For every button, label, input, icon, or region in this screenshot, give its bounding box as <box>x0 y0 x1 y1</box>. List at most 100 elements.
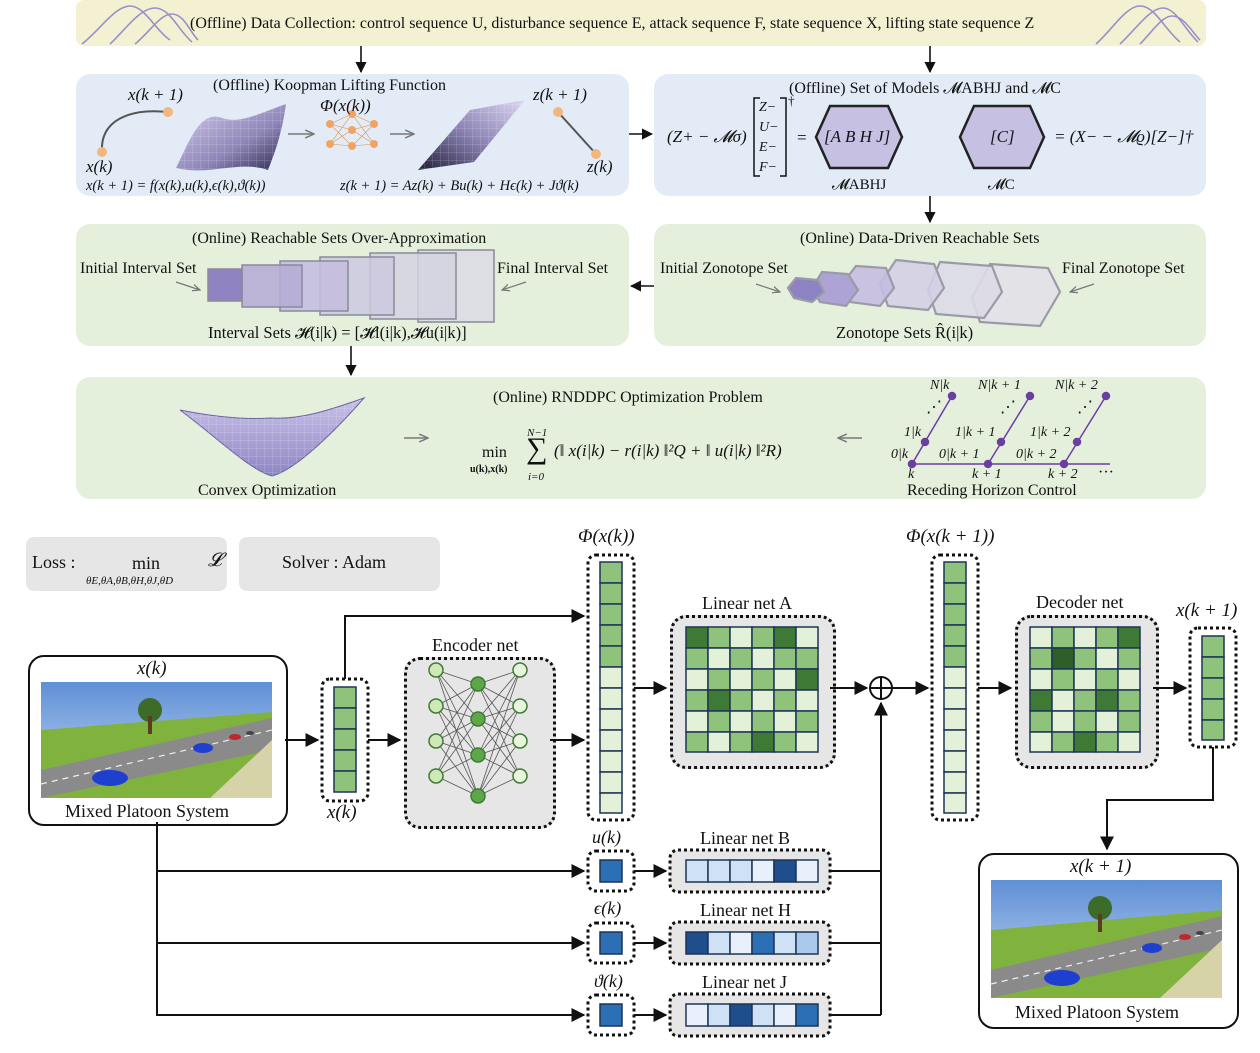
system-xk-label: x(k) <box>137 658 167 679</box>
decoder-box <box>1015 615 1159 769</box>
hexagon-mc <box>958 104 1046 170</box>
interval-sets-graphic <box>207 249 495 323</box>
loss-box <box>26 537 227 591</box>
linear-net-a-label: Linear net A <box>702 593 792 613</box>
loss-symbol: 𝓛 <box>208 550 222 571</box>
koopman-zk-label: z(k) <box>587 157 613 176</box>
rhc-label: Receding Horizon Control <box>907 482 1077 499</box>
interval-title: (Online) Reachable Sets Over-Approximati… <box>192 230 487 247</box>
models-lhs: (Z+ − 𝓜σ) <box>667 127 747 146</box>
koopman-eq-left: x(k + 1) = f(x(k),u(k),ϵ(k),ϑ(k)) <box>86 178 266 194</box>
linear-net-j-label: Linear net J <box>702 972 787 992</box>
koopman-eq-right: z(k + 1) = Az(k) + Bu(k) + Hϵ(k) + Jϑ(k) <box>340 178 579 194</box>
phi-xk-label: Φ(x(k)) <box>578 526 635 547</box>
opt-objective: (‖ x(i|k) − r(i|k) ‖²Q + ‖ u(i|k) ‖²R) <box>554 441 782 460</box>
ek-label: ϵ(k) <box>594 898 622 918</box>
opt-sum-symbol: ∑ <box>526 432 548 465</box>
zonotope-initial-label: Initial Zonotope Set <box>660 260 788 277</box>
models-rhs: = (X− − 𝓜ϱ)[Z−]† <box>1054 127 1194 146</box>
lifting-network-icon <box>329 113 375 147</box>
decoder-output-label: x(k + 1) <box>1176 600 1238 621</box>
data-collection-text: (Offline) Data Collection: control seque… <box>190 15 1035 32</box>
rhc-0-k: 0|k <box>891 447 909 462</box>
zonotope-caption: Zonotope Sets R̂(i|k) <box>836 323 974 342</box>
linear-net-h-label: Linear net H <box>700 900 791 920</box>
matrix-row-f: F− <box>759 160 777 175</box>
loss-min-sub: θE,θA,θB,θH,θJ,θD <box>86 575 174 587</box>
opt-sum-top: N−1 <box>527 427 548 439</box>
lifting-network-nodes <box>326 110 378 150</box>
interval-caption: Interval Sets 𝓗(i|k) = [𝓗l(i|k),𝓗u(i|k)] <box>208 323 467 342</box>
rhc-k2: k + 2 <box>1048 467 1078 482</box>
matrix-dagger: † <box>788 93 795 108</box>
models-title: (Offline) Set of Models 𝓜ABHJ and 𝓜C <box>789 80 1061 97</box>
matrix-row-z: Z− <box>759 100 777 115</box>
uk-label: u(k) <box>592 827 621 847</box>
receding-horizon-graphic <box>907 391 1111 469</box>
wave-decoration-right <box>1095 5 1201 45</box>
rhc-0-k1: 0|k + 1 <box>939 447 980 462</box>
decoder-label: Decoder net <box>1036 592 1124 612</box>
state-point-k1 <box>163 107 173 117</box>
hex2-caption: 𝓜C <box>988 177 1015 193</box>
rhc-0-k2: 0|k + 2 <box>1016 447 1057 462</box>
wave-decoration-left <box>81 5 199 45</box>
koopman-phi-label: Φ(x(k)) <box>320 96 371 115</box>
models-equals: = <box>797 128 807 147</box>
zonotope-sets-graphic <box>786 258 1062 328</box>
solver-label: Solver : Adam <box>282 552 386 572</box>
opt-min: min <box>482 444 507 461</box>
rhc-k: k <box>908 467 915 482</box>
phi-xk1-label: Φ(x(k + 1)) <box>906 526 995 547</box>
hex1-caption: 𝓜ABHJ <box>832 177 887 193</box>
zonotope-final-label: Final Zonotope Set <box>1062 260 1185 277</box>
loss-min: min <box>132 553 161 573</box>
rhc-vdots-1: ⋰ <box>926 399 942 416</box>
output-xk1-label: x(k + 1) <box>1070 856 1132 877</box>
rhc-N-k2: N|k + 2 <box>1055 378 1098 393</box>
vk-label: ϑ(k) <box>594 971 623 991</box>
opt-min-sub: u(k),x(k) <box>470 464 508 475</box>
rhc-N-k1: N|k + 1 <box>978 378 1021 393</box>
hexagon-mabhj <box>814 104 904 170</box>
lifted-trajectory-line <box>557 111 597 155</box>
input-vector-label: x(k) <box>327 802 357 823</box>
hex1-label: [A B H J] <box>824 127 891 146</box>
matrix-bracket-right <box>780 97 787 177</box>
rhc-1-k1: 1|k + 1 <box>955 425 996 440</box>
system-label: Mixed Platoon System <box>65 801 230 821</box>
zonotope-title: (Online) Data-Driven Reachable Sets <box>800 230 1040 247</box>
convex-label: Convex Optimization <box>198 482 337 499</box>
rhc-vdots-2: ⋰ <box>1000 399 1016 416</box>
interval-final-label: Final Interval Set <box>497 260 609 277</box>
rhc-1-k2: 1|k + 2 <box>1030 425 1071 440</box>
loss-label: Loss : <box>32 552 76 572</box>
koopman-zk1-label: z(k + 1) <box>533 85 587 104</box>
interval-initial-label: Initial Interval Set <box>80 260 197 277</box>
linear-net-a-box <box>670 615 836 769</box>
hex2-label: [C] <box>990 127 1015 146</box>
state-point-k <box>97 147 107 157</box>
rhc-1-k: 1|k <box>904 425 922 440</box>
lifted-point-k <box>591 149 601 159</box>
rhc-k1: k + 1 <box>972 467 1002 482</box>
koopman-title: (Offline) Koopman Lifting Function <box>213 77 446 94</box>
linear-net-b-label: Linear net B <box>700 828 790 848</box>
state-trajectory-curve <box>100 110 169 153</box>
lifted-point-k1 <box>553 107 563 117</box>
output-system-label: Mixed Platoon System <box>1015 1002 1180 1022</box>
mixed-platoon-output-box <box>978 853 1239 1029</box>
koopman-xk-label: x(k) <box>86 157 113 176</box>
opt-sum-bottom: i=0 <box>528 471 544 483</box>
solver-box <box>239 537 440 591</box>
matrix-row-e: E− <box>759 140 777 155</box>
rhc-N-k: N|k <box>930 378 950 393</box>
encoder-box <box>404 657 556 829</box>
koopman-xk1-label: x(k + 1) <box>128 85 183 104</box>
rhc-vdots-3: ⋰ <box>1077 399 1093 416</box>
models-panel <box>654 74 1206 196</box>
rhc-ellipsis: ··· <box>1098 464 1114 481</box>
optimization-title: (Online) RNDDPC Optimization Problem <box>493 389 763 406</box>
data-collection-band <box>76 0 1206 46</box>
